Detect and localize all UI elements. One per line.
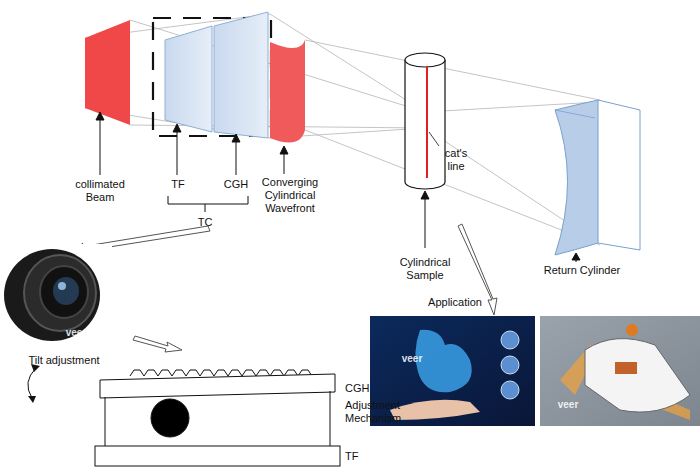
part-label: TF bbox=[165, 178, 191, 191]
part-label: Adjustment Mechanism bbox=[345, 399, 425, 425]
cylindrical-wavefront bbox=[270, 40, 305, 143]
part-label: Cylindrical Sample bbox=[388, 256, 462, 282]
cylindrical-sample bbox=[405, 53, 445, 189]
return-cylinder bbox=[555, 100, 640, 255]
part-label: TC bbox=[193, 216, 217, 229]
tc-brace bbox=[168, 196, 248, 212]
part-label: Converging Cylindrical Wavefront bbox=[258, 176, 322, 215]
tilt-arrow bbox=[28, 368, 36, 398]
part-label: TF bbox=[345, 450, 385, 463]
part-label: cat's line bbox=[436, 147, 476, 173]
leader-line bbox=[429, 132, 439, 146]
collimated-beam bbox=[85, 20, 130, 125]
watermark: veer bbox=[392, 352, 432, 365]
beam-envelope bbox=[85, 14, 600, 245]
pointer-arrows bbox=[96, 112, 580, 262]
tf-panel bbox=[165, 26, 212, 132]
part-label: Return Cylinder bbox=[536, 264, 628, 277]
cgh-panel bbox=[214, 12, 268, 138]
watermark: veer bbox=[548, 398, 588, 411]
automotive-photo bbox=[540, 316, 700, 426]
annotation-label: Application bbox=[420, 296, 490, 309]
part-label: CGH bbox=[345, 382, 385, 395]
watermark: veer bbox=[56, 326, 96, 339]
hollow-arrow bbox=[133, 336, 182, 352]
lens-photo bbox=[0, 244, 112, 344]
annotation-label: Tilt adjustment bbox=[14, 354, 114, 367]
adjustment-mechanism bbox=[95, 370, 340, 466]
part-label: collimated Beam bbox=[62, 178, 138, 204]
part-label: CGH bbox=[218, 178, 254, 191]
